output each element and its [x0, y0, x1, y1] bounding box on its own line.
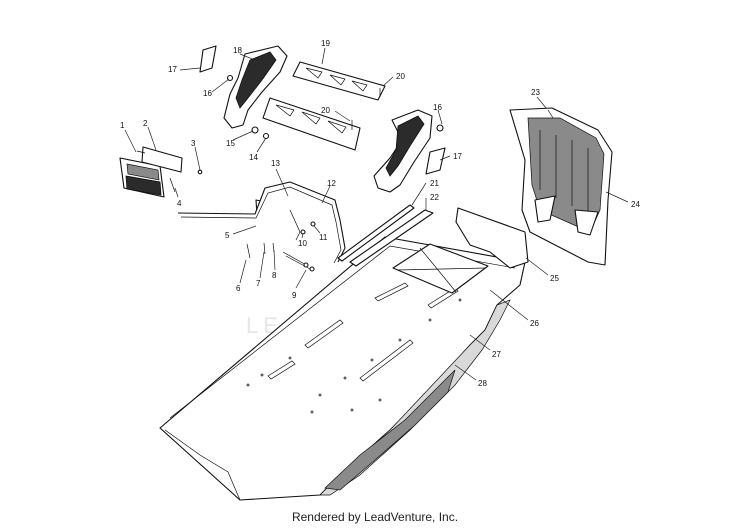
callout-15: 15 — [226, 139, 235, 148]
callout-19: 19 — [321, 39, 330, 48]
tunnel — [159, 236, 526, 501]
rail-strips — [337, 204, 434, 267]
snow-flap — [509, 107, 613, 266]
crossbar-upper — [292, 61, 386, 101]
callout-21: 21 — [430, 179, 439, 188]
callout-labels: 1 2 3 4 5 6 7 8 9 10 11 12 13 14 15 16 1… — [120, 39, 640, 388]
callout-20b: 20 — [321, 106, 330, 115]
callout-16b: 16 — [433, 103, 442, 112]
callout-17b: 17 — [453, 152, 462, 161]
callout-1: 1 — [120, 121, 125, 130]
callout-25: 25 — [550, 274, 559, 283]
callout-2: 2 — [143, 119, 148, 128]
callout-24: 24 — [631, 200, 640, 209]
bumper-handle-left — [223, 45, 288, 129]
callout-11: 11 — [319, 233, 328, 242]
decal-right — [425, 147, 446, 175]
callout-9: 9 — [292, 291, 297, 300]
bumper-handle-right — [373, 109, 433, 193]
callout-14: 14 — [249, 153, 258, 162]
callout-13: 13 — [271, 159, 280, 168]
callout-12: 12 — [327, 179, 336, 188]
lens-plate — [141, 146, 183, 173]
callout-7: 7 — [256, 279, 261, 288]
callout-23: 23 — [531, 88, 540, 97]
callout-26: 26 — [530, 319, 539, 328]
callout-4: 4 — [177, 199, 182, 208]
callout-3: 3 — [191, 139, 196, 148]
callout-6: 6 — [236, 284, 241, 293]
rear-bumper — [177, 181, 346, 264]
footer-credit: Rendered by LeadVenture, Inc. — [291, 510, 459, 524]
callout-28: 28 — [478, 379, 487, 388]
callout-5: 5 — [225, 231, 230, 240]
callout-22: 22 — [430, 193, 439, 202]
crossbar-lower — [262, 97, 361, 151]
mount-bracket — [455, 207, 529, 269]
decal-left — [199, 45, 217, 73]
callout-10: 10 — [298, 239, 307, 248]
callout-8: 8 — [272, 271, 277, 280]
callout-27: 27 — [492, 350, 501, 359]
callout-20a: 20 — [396, 72, 405, 81]
callout-17a: 17 — [168, 65, 177, 74]
callout-18: 18 — [233, 46, 242, 55]
taillight-left — [119, 157, 165, 198]
callout-16a: 16 — [203, 89, 212, 98]
leader-lines — [124, 47, 629, 381]
hardware — [136, 74, 554, 272]
